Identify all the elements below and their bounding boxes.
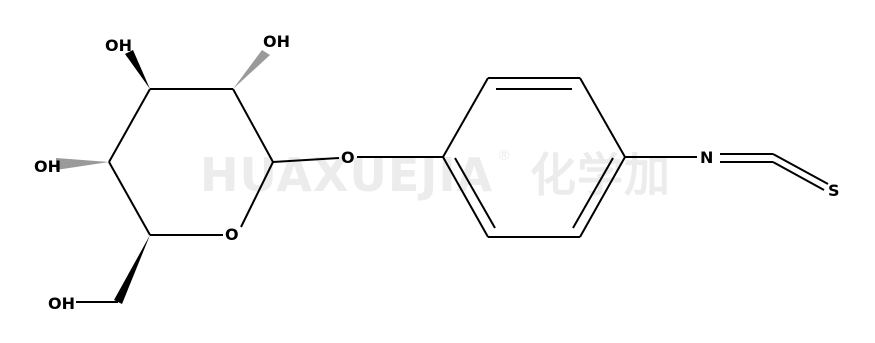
bond-canomeric-oglyco [272,157,340,163]
atom-oh-c3: OH [263,32,290,51]
bond-ar6-ar1-inner [454,157,496,229]
solid-wedge-c5-ch2 [114,235,150,304]
bond-ar1-ar2 [442,77,489,158]
bond-c-s-upper [772,153,829,185]
stereo-bonds [56,50,270,304]
bond-ar3-ar4 [579,77,626,158]
atom-labels: OH OH OH OH O O N S [34,32,840,313]
bond-c-s-lower [772,161,825,191]
atom-o-glycosidic: O [341,148,355,167]
bond-oring-canomeric [240,161,274,228]
bond-ar4-ar5-inner [572,157,614,229]
bond-ar6-ar1 [442,156,489,238]
atom-oh-c1: OH [34,157,61,176]
atom-n: N [700,148,713,167]
hashed-wedge-c1-oh [56,158,109,170]
phenyl-ring [357,77,626,238]
bond-c3-c2 [232,88,274,163]
hashed-wedge-c3-oh [233,50,270,89]
solid-wedge-c4-oh [125,50,150,89]
isothiocyanate-group [625,153,829,191]
sugar-ring [108,88,340,236]
atom-oh-c6: OH [48,294,75,313]
watermark-registered: ® [497,148,511,164]
atom-oh-c4: OH [105,36,132,55]
bond-ar4-ar5 [579,156,626,238]
bond-c2-c1 [108,88,151,163]
bond-c1-c5 [108,161,151,236]
atom-o-ring: O [225,225,239,244]
atom-s: S [828,181,840,200]
